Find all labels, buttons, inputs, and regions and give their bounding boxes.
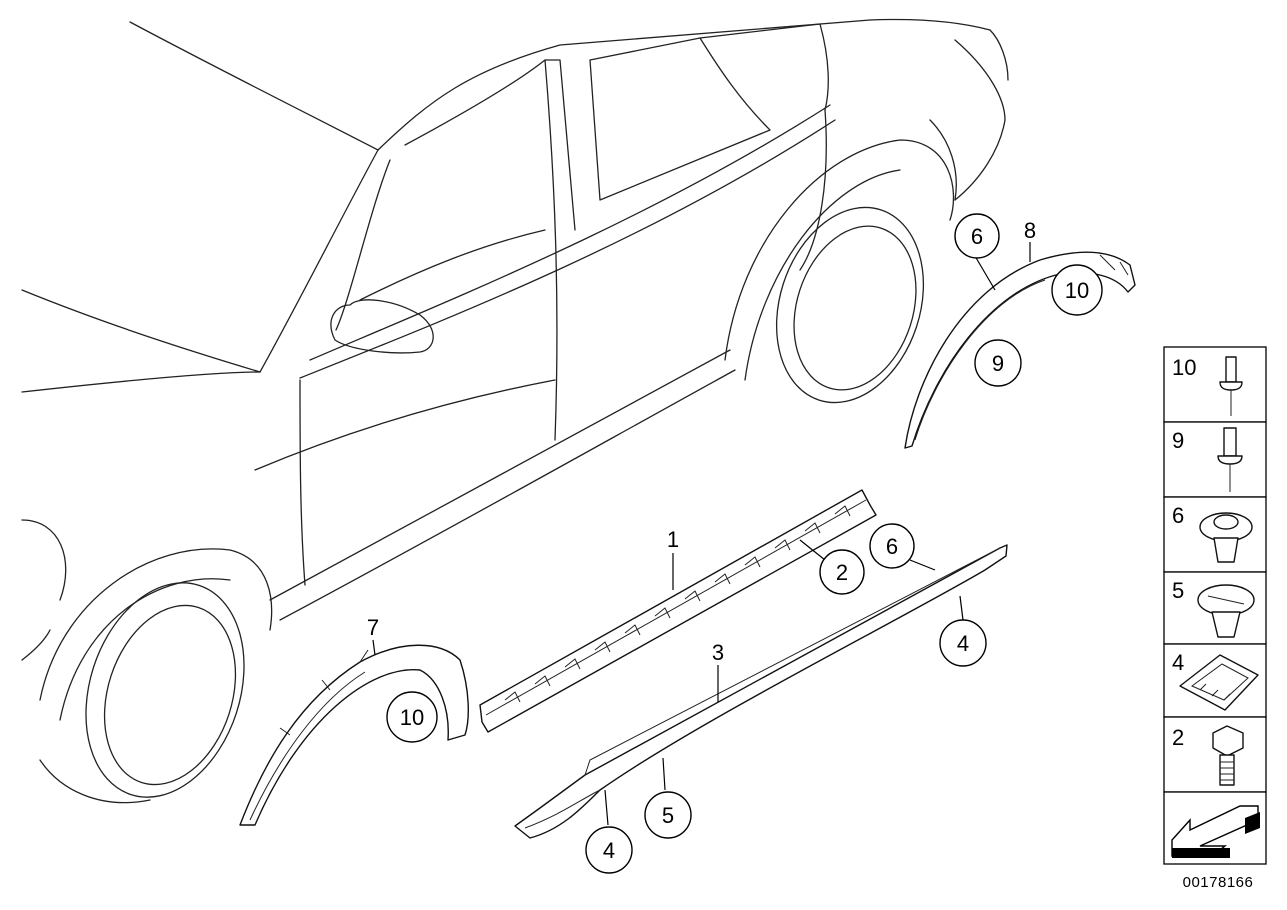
document-number: 00178166	[1183, 874, 1254, 891]
callout-label: 6	[971, 224, 983, 249]
callout-10-lower: 10	[386, 691, 438, 743]
callout-6-upper: 6	[954, 213, 1000, 259]
parts-legend: 10 9 6	[1163, 346, 1267, 865]
arrow-icon	[1171, 805, 1260, 858]
rear-wheel-arch-trim	[904, 251, 1136, 449]
legend-number: 5	[1172, 578, 1184, 603]
callout-label: 1	[667, 527, 679, 552]
callout-10-upper: 10	[1051, 264, 1103, 316]
callout-label: 3	[712, 640, 724, 665]
callout-label: 4	[603, 838, 615, 863]
rivet-icon	[1219, 356, 1243, 416]
callout-5: 5	[644, 791, 692, 839]
mounting-bracket-icon	[1179, 654, 1259, 711]
legend-number: 4	[1172, 650, 1184, 675]
vehicle-outline	[21, 18, 1009, 804]
legend-number: 6	[1172, 503, 1184, 528]
legend-number: 9	[1172, 428, 1184, 453]
front-wheel-arch-trim	[239, 644, 469, 826]
legend-row-5: 5	[1163, 571, 1267, 645]
callout-2: 2	[819, 549, 865, 595]
legend-row-9: 9	[1163, 421, 1267, 498]
callout-4-right: 4	[939, 619, 987, 667]
callout-8: 8	[1024, 218, 1036, 243]
callout-label: 6	[886, 534, 898, 559]
sill-cover	[514, 544, 1008, 839]
carrier-ribs	[504, 505, 851, 703]
callout-label: 10	[400, 705, 424, 730]
callout-label: 7	[367, 615, 379, 640]
callout-label: 4	[957, 631, 969, 656]
callout-3: 3	[712, 640, 724, 665]
legend-row-arrow	[1163, 791, 1267, 865]
legend-row-4: 4	[1163, 643, 1267, 718]
bolt-icon	[1212, 725, 1244, 786]
callout-label: 5	[662, 803, 674, 828]
callout-1: 1	[667, 527, 679, 552]
callout-9: 9	[974, 339, 1022, 387]
legend-row-6: 6	[1163, 496, 1267, 573]
callout-label: 10	[1065, 278, 1089, 303]
legend-row-2: 2	[1163, 716, 1267, 793]
callout-7: 7	[367, 615, 379, 640]
callout-6-mid: 6	[869, 523, 915, 569]
callout-4-bottom: 4	[585, 826, 633, 874]
rivet-icon	[1217, 427, 1243, 492]
callout-label: 8	[1024, 218, 1036, 243]
leader-lines	[372, 242, 1031, 826]
callout-label: 9	[992, 351, 1004, 376]
legend-row-10: 10	[1163, 346, 1267, 423]
sill-carrier	[479, 489, 877, 733]
legend-number: 10	[1172, 355, 1196, 380]
callout-label: 2	[836, 560, 848, 585]
legend-number: 2	[1172, 725, 1184, 750]
clip-icon	[1197, 584, 1255, 638]
clip-icon	[1199, 512, 1253, 563]
